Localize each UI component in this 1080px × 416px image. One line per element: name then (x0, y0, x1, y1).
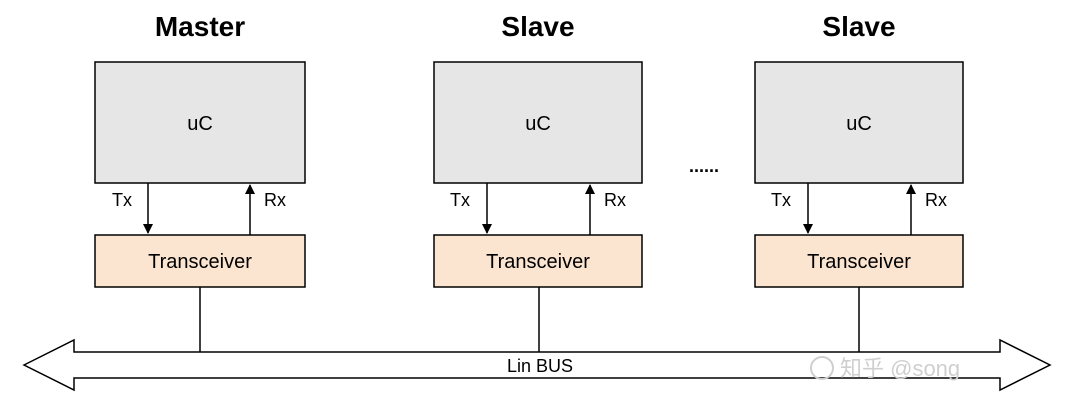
rx-label: Rx (604, 190, 626, 210)
transceiver-label: Transceiver (807, 251, 911, 273)
node-title: Master (155, 11, 245, 42)
watermark: 知乎 @song (810, 356, 960, 381)
microcontroller-label: uC (525, 113, 551, 135)
microcontroller-box (433, 61, 643, 184)
tx-label: Tx (112, 190, 132, 210)
transceiver-label: Transceiver (148, 251, 252, 273)
watermark-logo-icon (810, 356, 834, 380)
bus-label: Lin BUS (507, 356, 573, 376)
microcontroller-label: uC (187, 113, 213, 135)
transceiver-box (433, 234, 643, 288)
microcontroller-label: uC (846, 113, 872, 135)
ellipsis: ...... (689, 156, 719, 176)
microcontroller-box (754, 61, 964, 184)
microcontroller-box (94, 61, 306, 184)
node-master: Master uC Tx Rx Transceiver (94, 11, 306, 352)
node-title: Slave (501, 11, 574, 42)
tx-label: Tx (450, 190, 470, 210)
rx-label: Rx (925, 190, 947, 210)
node-slave-1: Slave uC Tx Rx Transceiver (433, 11, 643, 352)
tx-label: Tx (771, 190, 791, 210)
node-title: Slave (822, 11, 895, 42)
watermark-text: 知乎 @song (840, 356, 960, 381)
rx-label: Rx (264, 190, 286, 210)
node-slave-2: Slave uC Tx Rx Transceiver (754, 11, 964, 352)
transceiver-label: Transceiver (486, 251, 590, 273)
transceiver-box (94, 234, 306, 288)
lin-bus-arrow (22, 338, 1052, 392)
